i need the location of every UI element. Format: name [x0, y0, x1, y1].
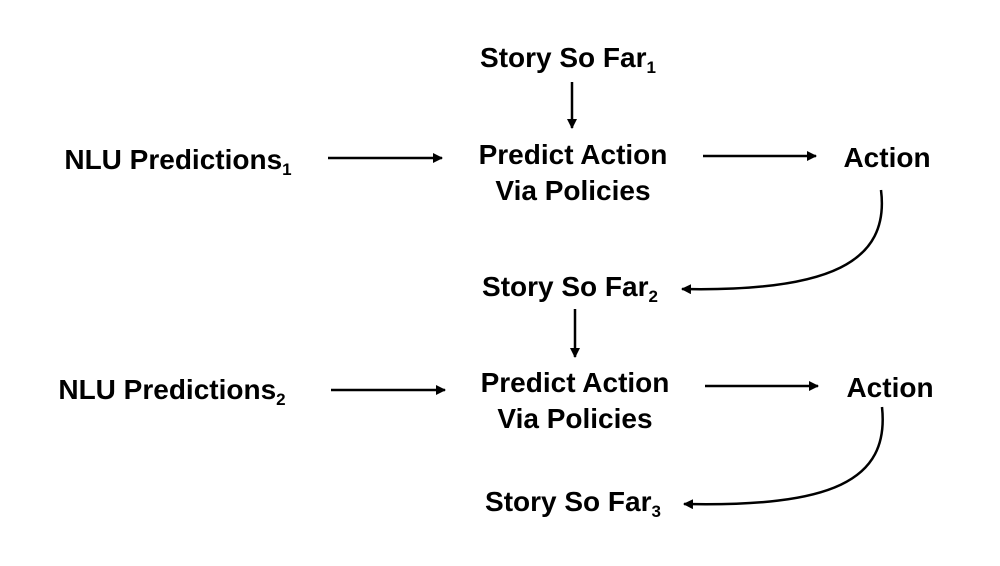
arrow-action1-to-story2 — [681, 189, 884, 295]
node-nlu-predictions-1: NLU Predictions1 — [64, 142, 291, 178]
node-label: Story So Far — [485, 486, 652, 517]
node-subscript: 2 — [648, 287, 658, 306]
node-label: Action — [843, 142, 931, 173]
node-predict-action-1: Predict Action Via Policies — [479, 137, 668, 209]
node-subscript: 3 — [651, 502, 661, 521]
node-label-line2: Via Policies — [495, 175, 651, 206]
arrow-action2-to-story3 — [683, 406, 884, 510]
node-label-line1: Predict Action — [478, 139, 668, 170]
node-action-1: Action — [843, 140, 930, 176]
node-label: Story So Far — [480, 42, 647, 73]
node-label: Action — [846, 372, 934, 403]
node-story-so-far-3: Story So Far3 — [485, 484, 661, 520]
node-subscript: 1 — [282, 160, 292, 179]
node-label: NLU Predictions — [58, 374, 277, 405]
node-action-2: Action — [846, 370, 933, 406]
node-subscript: 2 — [276, 390, 286, 409]
node-label-line2: Via Policies — [497, 403, 653, 434]
node-story-so-far-1: Story So Far1 — [480, 40, 656, 76]
node-label: Story So Far — [482, 271, 649, 302]
node-nlu-predictions-2: NLU Predictions2 — [58, 372, 285, 408]
node-label: NLU Predictions — [64, 144, 283, 175]
node-story-so-far-2: Story So Far2 — [482, 269, 658, 305]
node-label-line1: Predict Action — [480, 367, 670, 398]
node-predict-action-2: Predict Action Via Policies — [481, 365, 670, 437]
node-subscript: 1 — [646, 58, 656, 77]
